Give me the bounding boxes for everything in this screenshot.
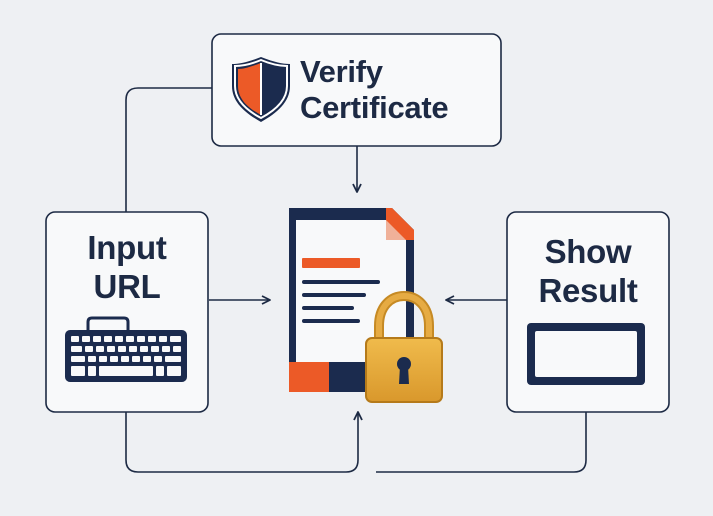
monitor-icon xyxy=(527,323,645,385)
document-icon xyxy=(289,208,414,392)
keyboard-icon xyxy=(65,316,187,382)
verify-line2: Certificate xyxy=(300,90,449,125)
verify-line1: Verify xyxy=(300,54,383,89)
connectors xyxy=(125,87,587,473)
input-url-label: Input URL xyxy=(46,228,208,306)
connector-input-bottom-to-document xyxy=(125,411,363,473)
connector-result-bottom xyxy=(376,412,587,473)
verify-certificate-box xyxy=(211,33,502,147)
connector-verify-to-input xyxy=(125,87,212,212)
input-line2: URL xyxy=(93,268,161,305)
show-line2: Result xyxy=(538,272,638,309)
shield-icon xyxy=(232,57,290,122)
show-line1: Show xyxy=(544,233,632,270)
verify-certificate-label: Verify Certificate xyxy=(300,54,490,126)
input-line1: Input xyxy=(87,229,167,266)
padlock-icon xyxy=(365,290,443,403)
show-result-label: Show Result xyxy=(507,232,669,310)
